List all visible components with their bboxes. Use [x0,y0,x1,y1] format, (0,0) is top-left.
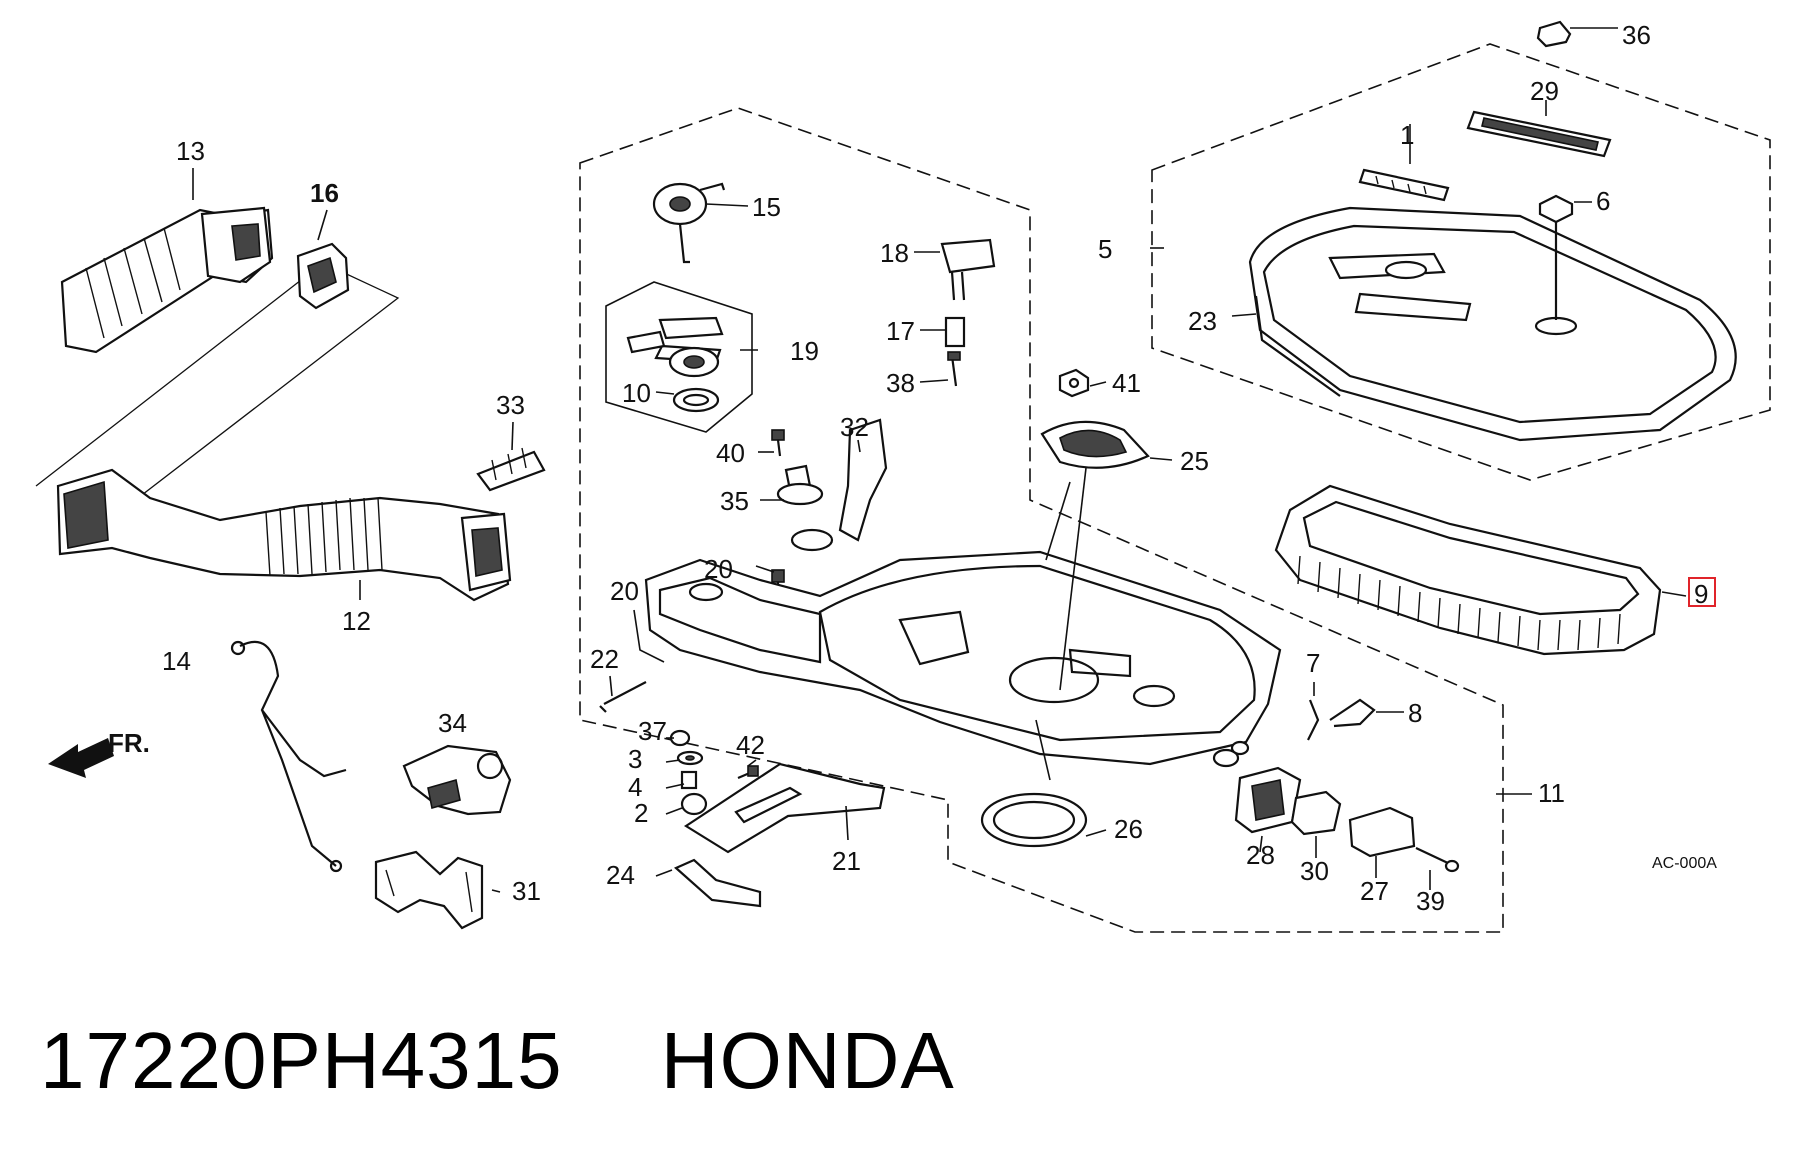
screw-38 [947,351,961,387]
callout-26[interactable]: 26 [1114,814,1143,844]
callout-8[interactable]: 8 [1408,698,1422,728]
valve-kit-19 [605,281,753,433]
bolt-39 [1415,847,1460,873]
callout-35[interactable]: 35 [720,486,749,516]
front-marker-label: FR. [108,728,150,758]
callout-labels: 1 2 3 4 5 6 7 8 9 10 11 12 13 14 15 16 1… [162,20,1708,916]
callout-5[interactable]: 5 [1098,234,1112,264]
grommet-2 [680,792,708,816]
callout-31[interactable]: 31 [512,876,541,906]
callout-30[interactable]: 30 [1300,856,1329,886]
wing-nut-6 [1538,194,1574,320]
washer-3 [676,750,704,766]
callout-28[interactable]: 28 [1246,840,1275,870]
solenoid-connector-18 [940,238,996,301]
callout-2[interactable]: 2 [634,798,648,828]
callout-23[interactable]: 23 [1188,306,1217,336]
grommet-16 [296,242,350,310]
nut-41 [1058,368,1090,398]
callout-39[interactable]: 39 [1416,886,1445,916]
callout-20b[interactable]: 20 [610,576,639,606]
air-cleaner-cover-5 [1248,206,1737,442]
callout-17[interactable]: 17 [886,316,915,346]
seal-28 [1234,766,1302,834]
callout-32[interactable]: 32 [840,412,869,442]
clip-33 [476,447,546,492]
callout-40[interactable]: 40 [716,438,745,468]
front-direction-arrow: FR. [48,728,150,778]
brand-name: HONDA [660,1016,955,1105]
callout-33[interactable]: 33 [496,390,525,420]
callout-22[interactable]: 22 [590,644,619,674]
collar-4 [680,770,698,790]
callout-34[interactable]: 34 [438,708,467,738]
callout-16[interactable]: 16 [310,178,339,208]
leader-lines [192,27,1687,893]
callout-38[interactable]: 38 [886,368,915,398]
callout-18[interactable]: 18 [880,238,909,268]
mesh-screen-25 [1040,420,1150,469]
callout-15[interactable]: 15 [752,192,781,222]
bracket-32 [790,418,888,552]
air-filter-element-9 [1274,484,1662,656]
intake-duct-12 [56,468,512,602]
clamp-7 [1307,699,1320,741]
seal-23 [1254,295,1341,397]
gasket-26 [980,792,1088,848]
callout-29[interactable]: 29 [1530,76,1559,106]
callout-19[interactable]: 19 [790,336,819,366]
caption-bar: 17220PH4315 HONDA [40,1015,955,1115]
callout-6[interactable]: 6 [1596,186,1610,216]
vacuum-actuator-15 [652,182,726,264]
highlight-box [1688,577,1716,607]
callout-36[interactable]: 36 [1622,20,1651,50]
callout-9[interactable]: 9 [1694,579,1708,609]
bracket-24 [673,858,762,908]
callout-37[interactable]: 37 [638,716,667,746]
callout-24[interactable]: 24 [606,860,635,890]
callout-12[interactable]: 12 [342,606,371,636]
harness-wire-14 [230,640,347,873]
clamp-8 [1329,698,1376,728]
callout-21[interactable]: 21 [832,846,861,876]
callout-41[interactable]: 41 [1112,368,1141,398]
rod-22 [599,681,647,713]
bolt-40 [771,429,785,457]
bracket-34 [402,744,512,816]
air-cleaner-case-11 [644,550,1282,768]
callout-11[interactable]: 11 [1538,778,1565,808]
label-plate-29 [1466,110,1612,158]
block-30 [1290,790,1342,836]
spacer-17 [944,316,966,348]
callout-14[interactable]: 14 [162,646,191,676]
group-outline-cover [1151,43,1771,481]
bracket-21 [683,762,886,854]
diagram-code: AC-000A [1652,855,1717,872]
rubber-mount-31 [374,850,484,930]
callout-20a[interactable]: 20 [704,554,733,584]
callout-7[interactable]: 7 [1306,648,1320,678]
callout-4[interactable]: 4 [628,772,642,802]
sensor-35 [776,464,824,506]
callout-3[interactable]: 3 [628,744,642,774]
part-number: 17220PH4315 [40,1016,563,1105]
group-outline-left-duct [35,262,400,519]
callout-1[interactable]: 1 [1400,120,1414,150]
intake-boot-13 [60,206,274,354]
callout-42[interactable]: 42 [736,730,765,760]
bolt-42 [737,765,759,780]
callout-27[interactable]: 27 [1360,876,1389,906]
label-1 [1358,168,1450,202]
clip-36 [1536,20,1572,48]
callout-10[interactable]: 10 [622,378,651,408]
callout-13[interactable]: 13 [176,136,205,166]
bracket-27 [1348,806,1416,858]
callout-25[interactable]: 25 [1180,446,1209,476]
